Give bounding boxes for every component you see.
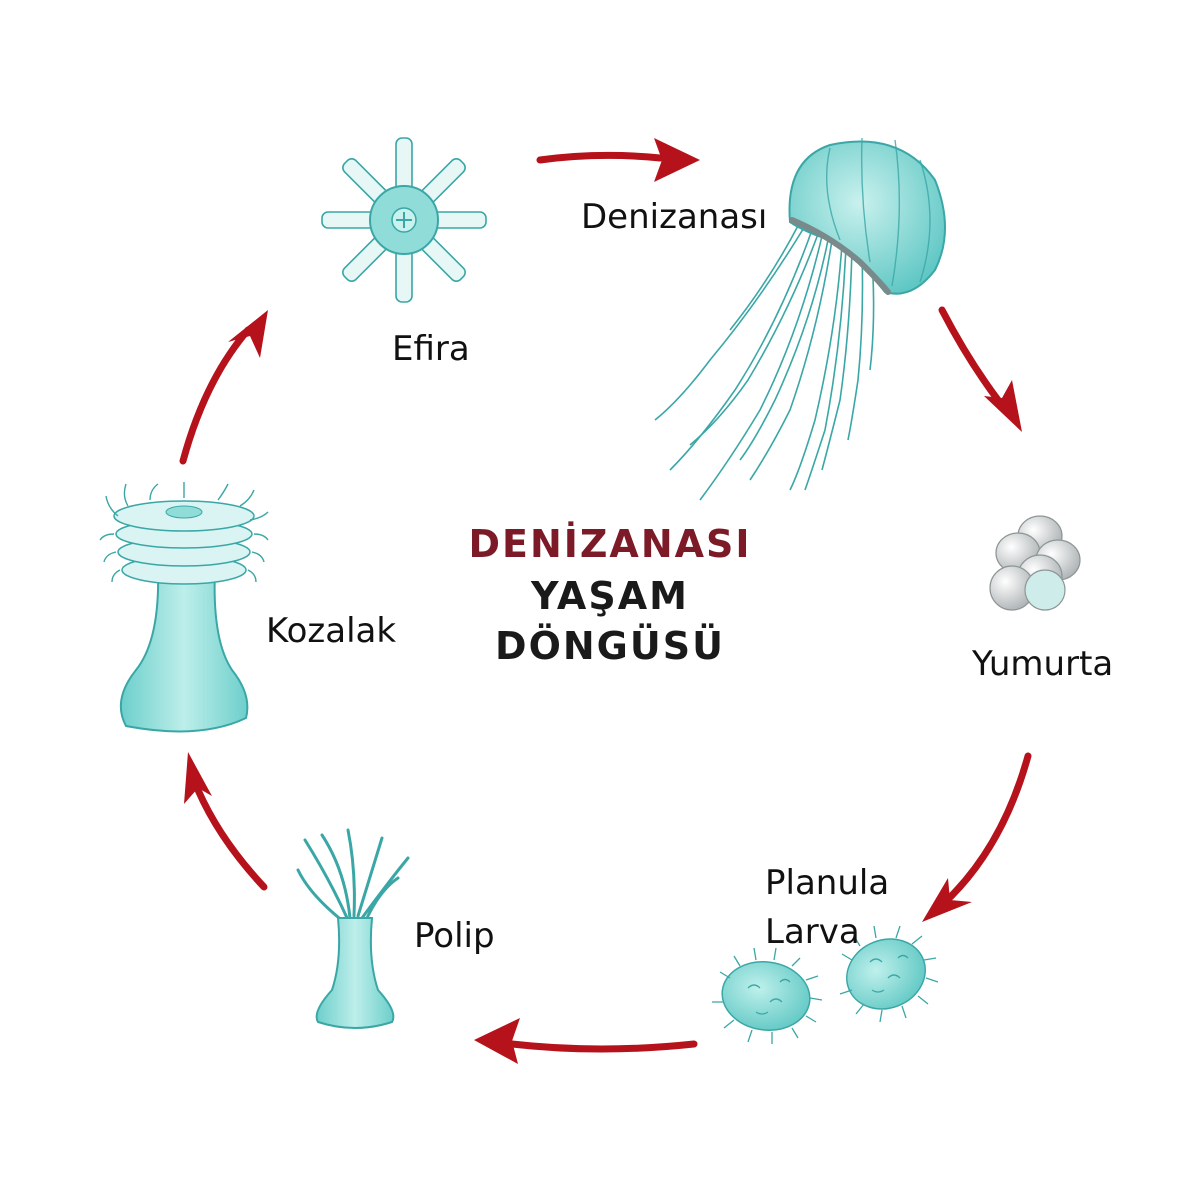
arrowhead-2 <box>984 380 1022 432</box>
arrowhead-1 <box>654 138 700 182</box>
label-eggs: Yumurta <box>972 644 1114 684</box>
polyp-illustration <box>296 828 410 1029</box>
arrowhead-3 <box>922 878 972 922</box>
title-line-1: DENİZANASI <box>468 522 752 566</box>
strobila-illustration <box>99 482 269 733</box>
title-line-2: YAŞAM <box>531 574 689 618</box>
arrow-strobila-to-ephyra <box>179 326 252 465</box>
label-planula-line1: Planula <box>765 863 890 903</box>
planula-illustration <box>712 925 939 1044</box>
cycle-arrows <box>179 151 1032 1053</box>
label-medusa: Denizanası <box>581 197 768 237</box>
arrow-heads <box>184 138 1022 1064</box>
ephyra-illustration <box>321 137 487 303</box>
arrow-polyp-to-strobila <box>194 786 268 891</box>
arrowhead-5 <box>184 752 212 804</box>
arrow-planula-to-polyp <box>508 1040 698 1053</box>
title-line-3: DÖNGÜSÜ <box>495 624 725 668</box>
eggs-illustration <box>989 515 1081 611</box>
arrowhead-4 <box>474 1018 520 1064</box>
arrow-eggs-to-planula <box>938 752 1032 909</box>
label-strobila: Kozalak <box>266 611 397 651</box>
arrow-ephyra-to-medusa <box>536 151 664 164</box>
arrow-medusa-to-eggs <box>938 306 1002 404</box>
label-planula-line2: Larva <box>765 912 860 952</box>
label-polyp: Polip <box>414 916 495 956</box>
arrowhead-6 <box>228 310 268 358</box>
label-ephyra: Efira <box>392 329 470 369</box>
medusa-illustration <box>654 137 946 501</box>
